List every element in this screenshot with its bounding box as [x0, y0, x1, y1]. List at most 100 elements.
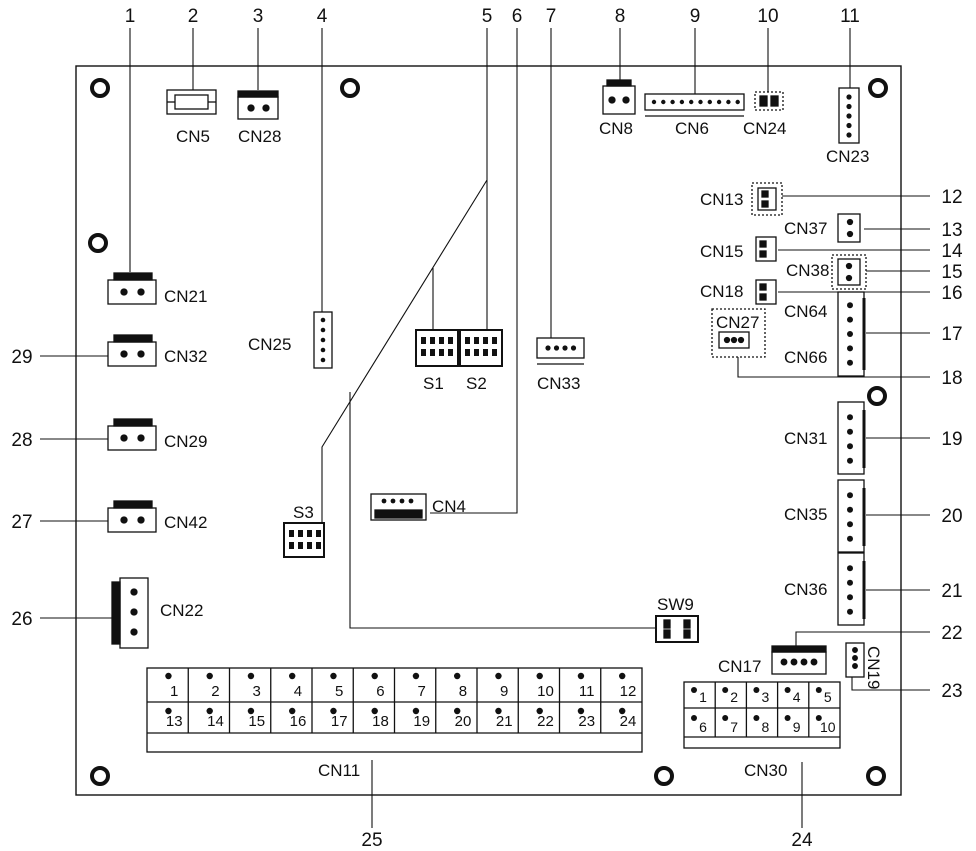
mounting-hole — [866, 766, 886, 786]
callout-28: 28 — [11, 430, 32, 451]
pin-dot — [846, 94, 852, 100]
cn19-connector — [845, 642, 865, 678]
dip-switch-lever — [465, 337, 470, 344]
cn28-connector — [237, 90, 279, 120]
cn11-terminal: 13 — [165, 707, 183, 730]
cn13-connector — [751, 182, 783, 216]
dip-switch-lever — [430, 337, 435, 344]
mounting-hole — [868, 78, 888, 98]
label-cn37: CN37 — [784, 219, 827, 238]
pin-dot — [846, 113, 852, 119]
cn11-terminal-number: 10 — [537, 683, 554, 700]
label-cn64: CN64 — [784, 302, 827, 321]
cn30-terminal-block — [683, 681, 841, 749]
pin-dot — [408, 498, 414, 504]
dip-switch-lever — [307, 530, 312, 537]
pin-dot — [320, 317, 326, 323]
cn30-terminal: 10 — [815, 715, 836, 735]
cn18-connector — [755, 279, 777, 305]
cn23-connector — [838, 87, 860, 144]
cn11-terminal-number: 16 — [290, 713, 307, 730]
dip-switch-lever — [430, 349, 435, 356]
dip-switch-lever — [448, 337, 453, 344]
cn11-terminal: 9 — [495, 672, 508, 700]
callout-18: 18 — [941, 368, 962, 389]
dip-switch-lever — [448, 349, 453, 356]
cn11-terminal: 1 — [165, 672, 178, 700]
cn11-terminal-number: 1 — [170, 683, 178, 700]
pin-dot — [847, 579, 853, 586]
cn11-terminal: 19 — [412, 707, 430, 730]
callout-12: 12 — [941, 187, 962, 208]
dip-switch-lever — [421, 349, 426, 356]
label-cn15: CN15 — [700, 242, 743, 261]
cn11-terminal: 20 — [454, 707, 471, 730]
dip-switch-lever — [483, 349, 488, 356]
pin-dot — [847, 359, 853, 366]
cn30-terminal: 5 — [815, 687, 832, 705]
pin-dot — [320, 327, 326, 333]
pin-dot — [846, 132, 852, 138]
cn36-connector — [837, 552, 866, 626]
callout-11: 11 — [840, 6, 860, 27]
cn31-connector — [837, 401, 866, 475]
cn11-terminal: 18 — [371, 707, 389, 730]
cn11-terminal-number: 11 — [579, 683, 595, 700]
mounting-hole — [654, 766, 674, 786]
cn11-terminal: 15 — [247, 707, 265, 730]
cn37-connector — [837, 213, 861, 243]
cn11-terminal-number: 17 — [331, 713, 348, 730]
pin-dot — [661, 99, 666, 105]
pin-dot — [562, 345, 568, 351]
s3-switch — [283, 522, 325, 558]
label-cn5: CN5 — [176, 127, 210, 146]
dip-switch-lever — [298, 542, 303, 549]
pin-dot — [381, 498, 387, 504]
cn11-terminal: 11 — [577, 672, 595, 700]
label-s2: S2 — [466, 374, 487, 393]
cn11-terminal-number: 3 — [253, 683, 261, 700]
cn11-terminal-number: 6 — [376, 683, 384, 700]
pin-dot — [320, 347, 326, 353]
pin-dot — [726, 99, 731, 105]
cn35-connector — [837, 479, 866, 553]
pin-dots — [289, 94, 853, 615]
cn11-terminal: 8 — [454, 672, 467, 700]
pcb-board-outline — [75, 65, 902, 796]
pin-dot — [679, 99, 685, 105]
cn11-terminal-number: 21 — [496, 713, 513, 730]
connector-labels: CN5 CN28 CN8 CN6 CN24 CN23 CN13 CN37 CN1… — [160, 119, 883, 780]
cn11-terminal: 23 — [577, 707, 595, 730]
label-cn66: CN66 — [784, 348, 827, 367]
callout-3: 3 — [253, 6, 264, 27]
pin-dot — [847, 428, 853, 435]
label-cn22: CN22 — [160, 601, 203, 620]
pin-dot — [847, 535, 853, 542]
cn38-connector — [831, 254, 867, 290]
dip-switch-lever — [298, 530, 303, 537]
cn21-connector — [107, 272, 157, 305]
cn17-connector — [771, 645, 827, 675]
pin-dot — [847, 443, 853, 450]
callout-23: 23 — [941, 681, 962, 702]
mounting-holes — [88, 78, 888, 786]
cn11-terminal-number: 7 — [418, 683, 426, 700]
callout-9: 9 — [690, 6, 701, 27]
sw9-switch — [655, 615, 699, 643]
cn5-connector — [166, 89, 217, 115]
cn30-terminal-number: 4 — [793, 689, 801, 705]
pin-dot — [847, 521, 853, 528]
cn11-terminal-number: 5 — [335, 683, 343, 700]
dip-switch-lever — [289, 530, 294, 537]
cn11-terminal-number: 15 — [248, 713, 265, 730]
pin-dot — [698, 99, 703, 105]
dip-switch-lever — [483, 337, 488, 344]
cn30-terminal-number: 2 — [730, 689, 738, 705]
cn25-connector — [313, 311, 333, 369]
callout-29: 29 — [11, 347, 32, 368]
pin-dot — [651, 99, 657, 105]
pin-dot — [320, 337, 326, 343]
cn11-terminal: 17 — [330, 707, 348, 730]
